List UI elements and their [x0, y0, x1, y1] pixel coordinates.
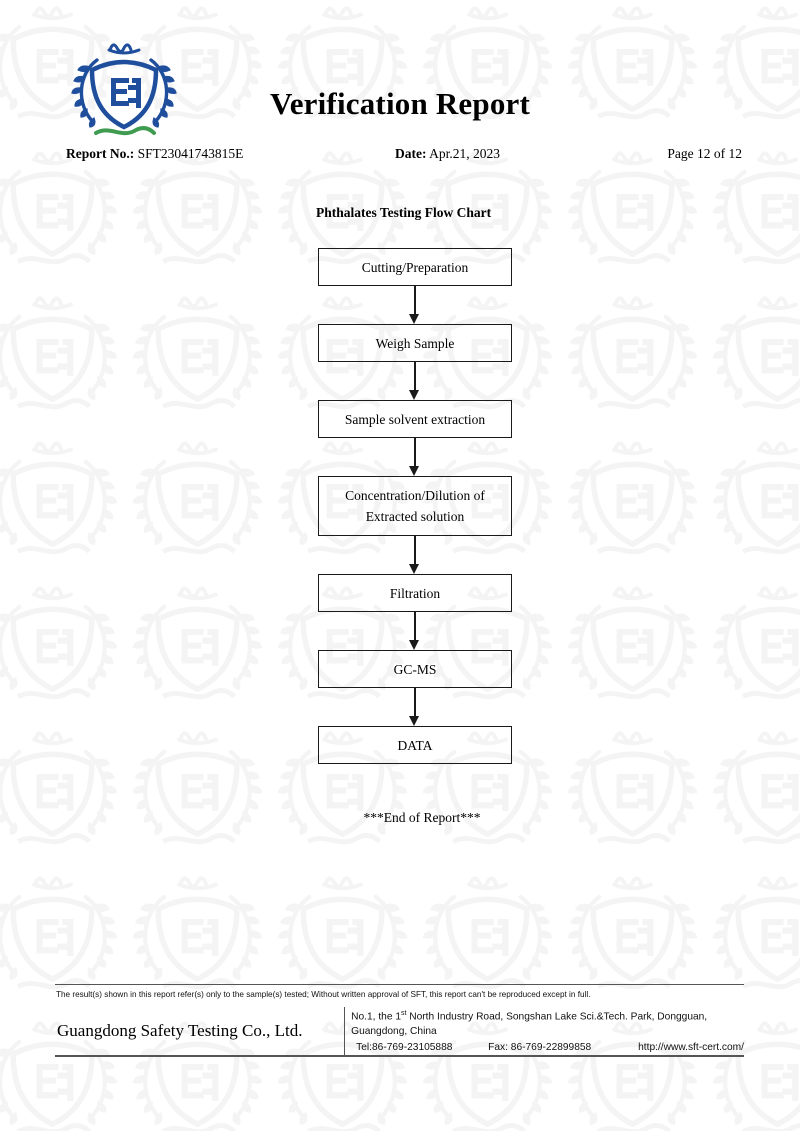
arrow-shaft: [414, 286, 416, 316]
arrow-head-icon: [409, 640, 419, 650]
flow-arrow: [318, 688, 512, 726]
website-link[interactable]: http://www.sft-cert.com/: [638, 1041, 744, 1053]
flow-node-label: DATA: [397, 737, 433, 753]
address-line-2: Guangdong, China: [351, 1025, 437, 1037]
flow-node-filtration: Filtration: [318, 574, 512, 612]
telephone: Tel:86-769-23105888: [356, 1041, 453, 1053]
arrow-shaft: [414, 362, 416, 392]
arrow-head-icon: [409, 564, 419, 574]
flow-node-concentration-dilution: Concentration/Dilution of Extracted solu…: [318, 476, 512, 536]
flow-arrow: [318, 362, 512, 400]
arrow-head-icon: [409, 466, 419, 476]
footer-main-row: Guangdong Safety Testing Co., Ltd. No.1,…: [55, 1007, 744, 1056]
flow-chart-title: Phthalates Testing Flow Chart: [316, 205, 492, 220]
report-number-value: SFT23041743815E: [137, 146, 244, 161]
report-number: Report No.: SFT23041743815E: [66, 146, 243, 162]
page-indicator: Page 12 of 12: [667, 146, 742, 161]
report-number-label: Report No.:: [66, 146, 135, 161]
end-of-report-text: ***End of Report***: [363, 810, 481, 825]
footer-bottom-divider: [55, 1055, 744, 1057]
flow-node-label-line-2: Extracted solution: [365, 509, 465, 524]
address-line-1: No.1, the 1st North Industry Road, Songs…: [351, 1007, 744, 1025]
flow-node-weigh-sample: Weigh Sample: [318, 324, 512, 362]
flow-node-data: DATA: [318, 726, 512, 764]
flow-node-label: Weigh Sample: [375, 335, 455, 351]
flow-node-gc-ms: GC-MS: [318, 650, 512, 688]
flow-node-cutting-preparation: Cutting/Preparation: [318, 248, 512, 286]
arrow-head-icon: [409, 716, 419, 726]
arrow-shaft: [414, 612, 416, 642]
arrow-head-icon: [409, 390, 419, 400]
address-line-1-pre: No.1, the 1: [351, 1011, 401, 1023]
flow-arrow: [318, 536, 512, 574]
page-footer: The result(s) shown in this report refer…: [55, 984, 744, 1057]
address-line-1-post: North Industry Road, Songshan Lake Sci.&…: [406, 1011, 708, 1023]
report-meta-row: Report No.: SFT23041743815E Date: Apr.21…: [66, 146, 742, 166]
footer-disclaimer: The result(s) shown in this report refer…: [56, 990, 591, 999]
page-title: Verification Report: [269, 86, 531, 121]
arrow-head-icon: [409, 314, 419, 324]
fax-number: Fax: 86-769-22899858: [488, 1041, 592, 1053]
arrow-shaft: [414, 536, 416, 566]
flow-node-label: GC-MS: [393, 661, 437, 677]
flow-chart: Cutting/Preparation Weigh Sample Sample …: [318, 248, 512, 764]
flow-node-label: Sample solvent extraction: [344, 411, 486, 427]
flow-node-label-line-1: Concentration/Dilution of: [345, 488, 485, 503]
report-date-label: Date:: [395, 146, 427, 161]
flow-node-label: Cutting/Preparation: [361, 259, 469, 275]
company-address-block: No.1, the 1st North Industry Road, Songs…: [345, 1007, 744, 1055]
arrow-shaft: [414, 438, 416, 468]
report-date: Date: Apr.21, 2023: [395, 146, 500, 162]
flow-arrow: [318, 612, 512, 650]
company-name: Guangdong Safety Testing Co., Ltd.: [57, 1021, 303, 1041]
end-of-report-note: ***End of Report***: [0, 810, 800, 826]
arrow-shaft: [414, 688, 416, 718]
flow-arrow: [318, 438, 512, 476]
contact-line: Tel:86-769-23105888 Fax: 86-769-22899858…: [351, 1040, 744, 1056]
report-date-value: Apr.21, 2023: [429, 146, 500, 161]
flow-node-label: Filtration: [389, 585, 441, 601]
flow-arrow: [318, 286, 512, 324]
flow-node-sample-solvent-extraction: Sample solvent extraction: [318, 400, 512, 438]
